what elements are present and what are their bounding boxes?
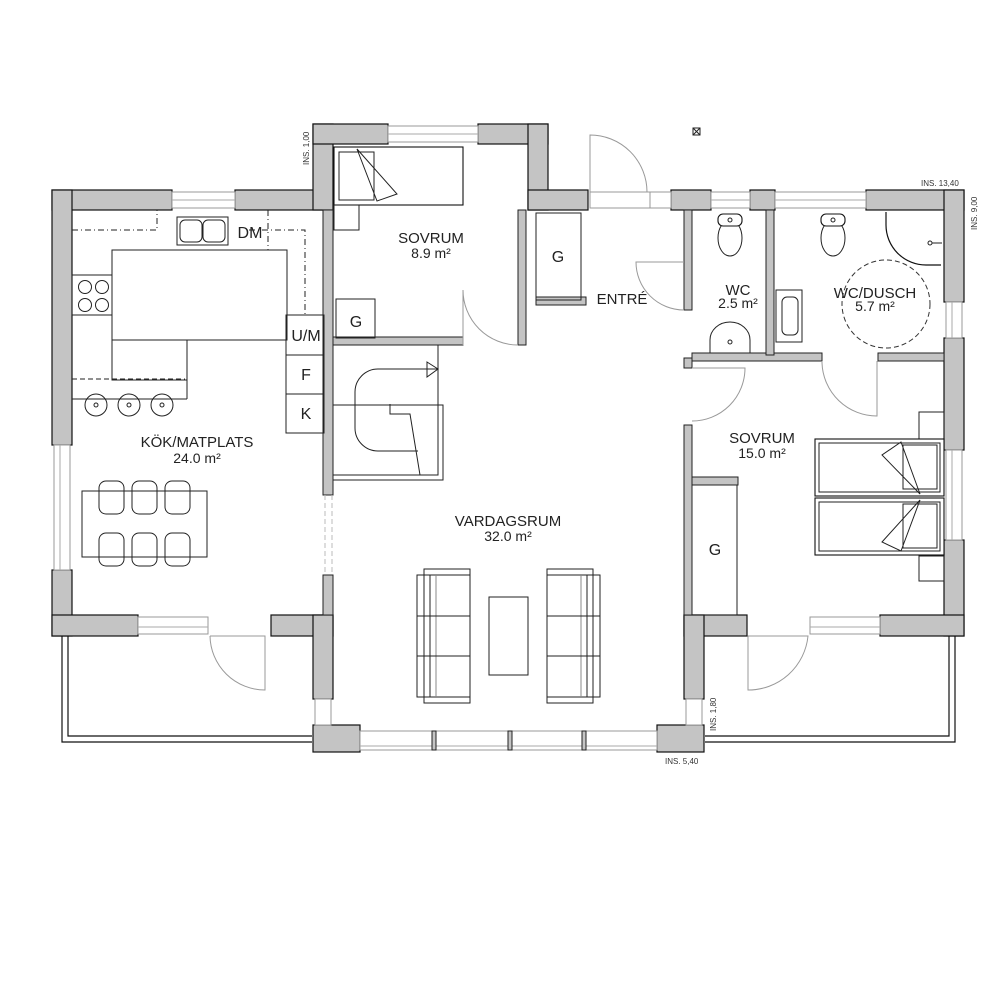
exterior-walls — [51, 123, 965, 753]
kitchen-fixtures: DM U/M F K — [71, 210, 325, 434]
stove-icon — [78, 280, 109, 312]
fridge-label: K — [301, 406, 312, 423]
dimension-ins-9-00: INS. 9,00 — [970, 196, 979, 230]
room-name-sovrum-2: SOVRUM — [729, 430, 795, 447]
turning-circle — [841, 259, 931, 349]
dining-table-icon — [81, 480, 208, 567]
coffee-table-icon — [488, 596, 529, 676]
bedroom-1-furniture: G — [333, 146, 464, 339]
dimension-ins-13-40: INS. 13,40 — [921, 179, 959, 188]
wc-dusch-fixtures — [775, 212, 942, 349]
room-name-entre: ENTRÉ — [597, 291, 648, 308]
room-name-sovrum-1: SOVRUM — [398, 230, 464, 247]
svg-text:G: G — [709, 542, 721, 559]
room-name-wc-dusch: WC/DUSCH — [834, 285, 917, 302]
toilet-icon — [820, 213, 846, 257]
doors — [209, 134, 878, 691]
room-area-wc-dusch: 5.7 m² — [855, 298, 895, 314]
opening-kitchen-living — [324, 495, 333, 575]
wc-fixtures — [709, 213, 751, 354]
terrace-right — [705, 636, 956, 743]
room-area-kok: 24.0 m² — [173, 450, 221, 466]
freezer-label: F — [301, 367, 311, 384]
terrace-left — [61, 636, 312, 743]
interior-walls — [322, 209, 945, 616]
sofa-right-icon — [546, 568, 601, 704]
entrance-wardrobe: G — [535, 212, 582, 301]
svg-text:G: G — [552, 249, 564, 266]
room-labels: KÖK/MATPLATS 24.0 m² SOVRUM 8.9 m² ENTRÉ… — [141, 230, 917, 544]
bedroom-2-furniture: G — [691, 411, 945, 616]
sink-icon — [176, 216, 229, 246]
staircase-icon — [332, 344, 444, 481]
sofa-left-icon — [416, 568, 471, 704]
bar-stool-icons — [84, 393, 174, 417]
washbasin-icon — [709, 321, 751, 354]
room-name-kok: KÖK/MATPLATS — [141, 433, 254, 451]
dimension-labels: INS. 1,00 INS. 13,40 INS. 9,00 INS. 1,80… — [302, 131, 979, 766]
shower-icon — [885, 212, 942, 266]
windows — [53, 125, 963, 751]
wardrobe-label: G — [350, 314, 362, 331]
vent-icon — [692, 127, 701, 136]
dimension-ins-1-00: INS. 1,00 — [302, 131, 311, 165]
dimension-ins-1-80: INS. 1,80 — [709, 697, 718, 731]
fridge-freezer-label: U/M — [291, 328, 320, 345]
sink-cabinet-icon — [775, 289, 803, 343]
room-name-wc: WC — [726, 282, 751, 299]
toilet-icon — [717, 213, 743, 257]
room-area-wc: 2.5 m² — [718, 295, 758, 311]
room-name-vardagsrum: VARDAGSRUM — [455, 513, 561, 530]
dishwasher-label: DM — [238, 225, 263, 242]
room-area-sovrum-2: 15.0 m² — [738, 445, 786, 461]
room-area-sovrum-1: 8.9 m² — [411, 245, 451, 261]
living-room-furniture — [416, 568, 601, 704]
room-area-vardagsrum: 32.0 m² — [484, 528, 532, 544]
dimension-ins-5-40: INS. 5,40 — [665, 757, 699, 766]
